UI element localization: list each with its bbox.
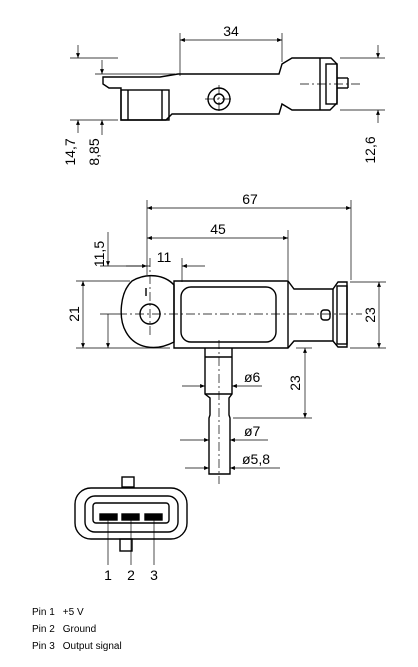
top-view [102,57,349,121]
dim-overall-length: 67 [242,191,258,207]
connector-pin-3 [144,513,163,521]
connector-key [121,476,135,488]
dim-port-d2: ø7 [244,423,261,439]
front-view-lug [120,274,175,349]
pin-row-1: Pin 1 +5 V [32,604,392,621]
dim-connector-height: 23 [362,307,378,323]
pin-row-2: Pin 2 Ground [32,621,392,638]
connector-pin-1 [99,513,118,521]
top-view-port [120,89,170,121]
dim-port-d1: ø6 [244,369,261,385]
pin-leaders [107,517,155,565]
dim-port-length: 23 [287,375,303,391]
pin-row-3: Pin 3 Output signal [32,638,392,655]
dim-left-height: 21 [66,306,82,322]
front-view-latch [336,285,348,345]
dim-top-height-inner: 8,85 [86,138,102,165]
technical-drawing: 34 14,7 8,85 12,6 [62,23,386,583]
top-view-body [102,57,338,121]
front-view [120,274,348,475]
pin-number-3: 3 [150,567,158,583]
dim-top-height-left: 14,7 [62,138,78,165]
pin-number-2: 2 [127,567,135,583]
connector-inner [84,495,179,533]
dim-hole-offset: 11 [157,249,172,265]
dim-body-length: 45 [210,221,226,237]
front-view-centerlines [118,258,362,484]
dim-port-d3: ø5,8 [242,451,270,467]
pressure-port [204,348,233,475]
pin-description: Ground [62,624,97,635]
dim-top-width: 34 [223,23,239,39]
connector-pin-2 [121,513,140,521]
pin-label: Pin 1 [32,607,55,618]
pin-label: Pin 2 [32,624,55,635]
pin-description: Output signal [62,641,122,652]
dim-top-height-right: 12,6 [362,136,378,163]
pin-number-1: 1 [104,567,112,583]
pin-description: +5 V [62,607,84,618]
pin-assignment-list: Pin 1 +5 V Pin 2 Ground Pin 3 Output sig… [32,604,392,655]
front-view-panel [180,286,277,343]
top-view-centerlines [205,83,360,113]
dim-hole-height: 11,5 [91,241,107,267]
pin-label: Pin 3 [32,641,55,652]
